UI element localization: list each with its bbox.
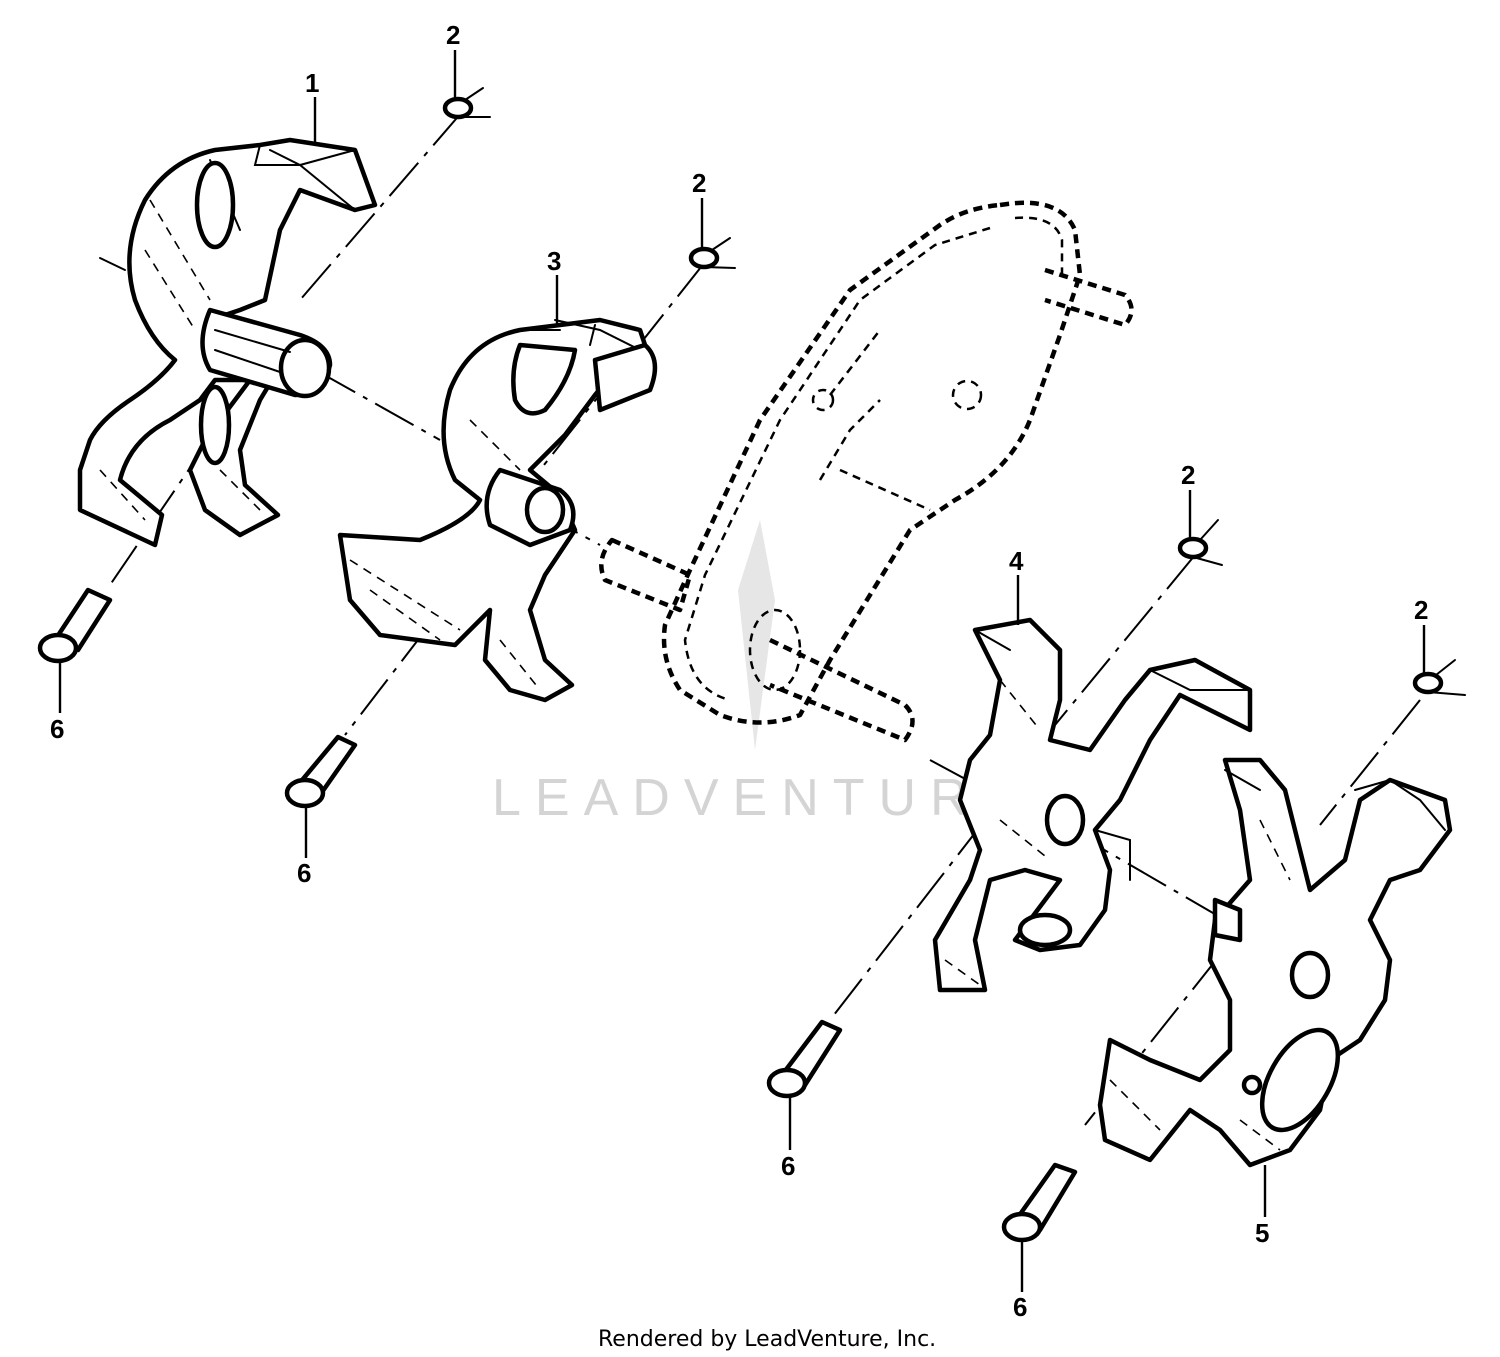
spring-clip-c: [1177, 519, 1223, 566]
watermark: LEADVENTURE: [492, 769, 1030, 827]
callout-6c: 6: [781, 1151, 795, 1181]
callout-2a: 2: [446, 20, 460, 50]
callout-1: 1: [305, 68, 319, 98]
clevis-pin-d: [1001, 1162, 1078, 1243]
callout-3: 3: [547, 246, 561, 276]
callout-6b: 6: [297, 858, 311, 888]
tine-4: [932, 617, 1253, 993]
footer-credit: Rendered by LeadVenture, Inc.: [598, 1327, 936, 1352]
spring-clip-d: [1412, 659, 1466, 696]
leader-lines: [58, 50, 1426, 1292]
tine-3: [337, 317, 658, 703]
tine-5: [1097, 757, 1453, 1168]
clevis-pin-c: [766, 1019, 843, 1099]
spring-clip-b: [688, 237, 736, 270]
callout-2d: 2: [1414, 595, 1428, 625]
callout-6d: 6: [1013, 1292, 1027, 1322]
callout-6a: 6: [50, 714, 64, 744]
callout-2c: 2: [1181, 460, 1195, 490]
gearbox-housing: [599, 200, 1134, 743]
pin-centerline-4: [829, 554, 1196, 1021]
watermark-logo: [738, 520, 775, 750]
callout-2b: 2: [692, 168, 706, 198]
callout-4: 4: [1009, 546, 1024, 576]
spring-clip-a: [442, 87, 491, 120]
clevis-pin-b: [284, 734, 358, 809]
tine-1: [77, 137, 378, 548]
axis-centerline: [199, 304, 1381, 1011]
callout-5: 5: [1255, 1218, 1269, 1248]
clevis-pin-a: [37, 587, 113, 664]
pin-centerline-5: [1084, 699, 1421, 1126]
